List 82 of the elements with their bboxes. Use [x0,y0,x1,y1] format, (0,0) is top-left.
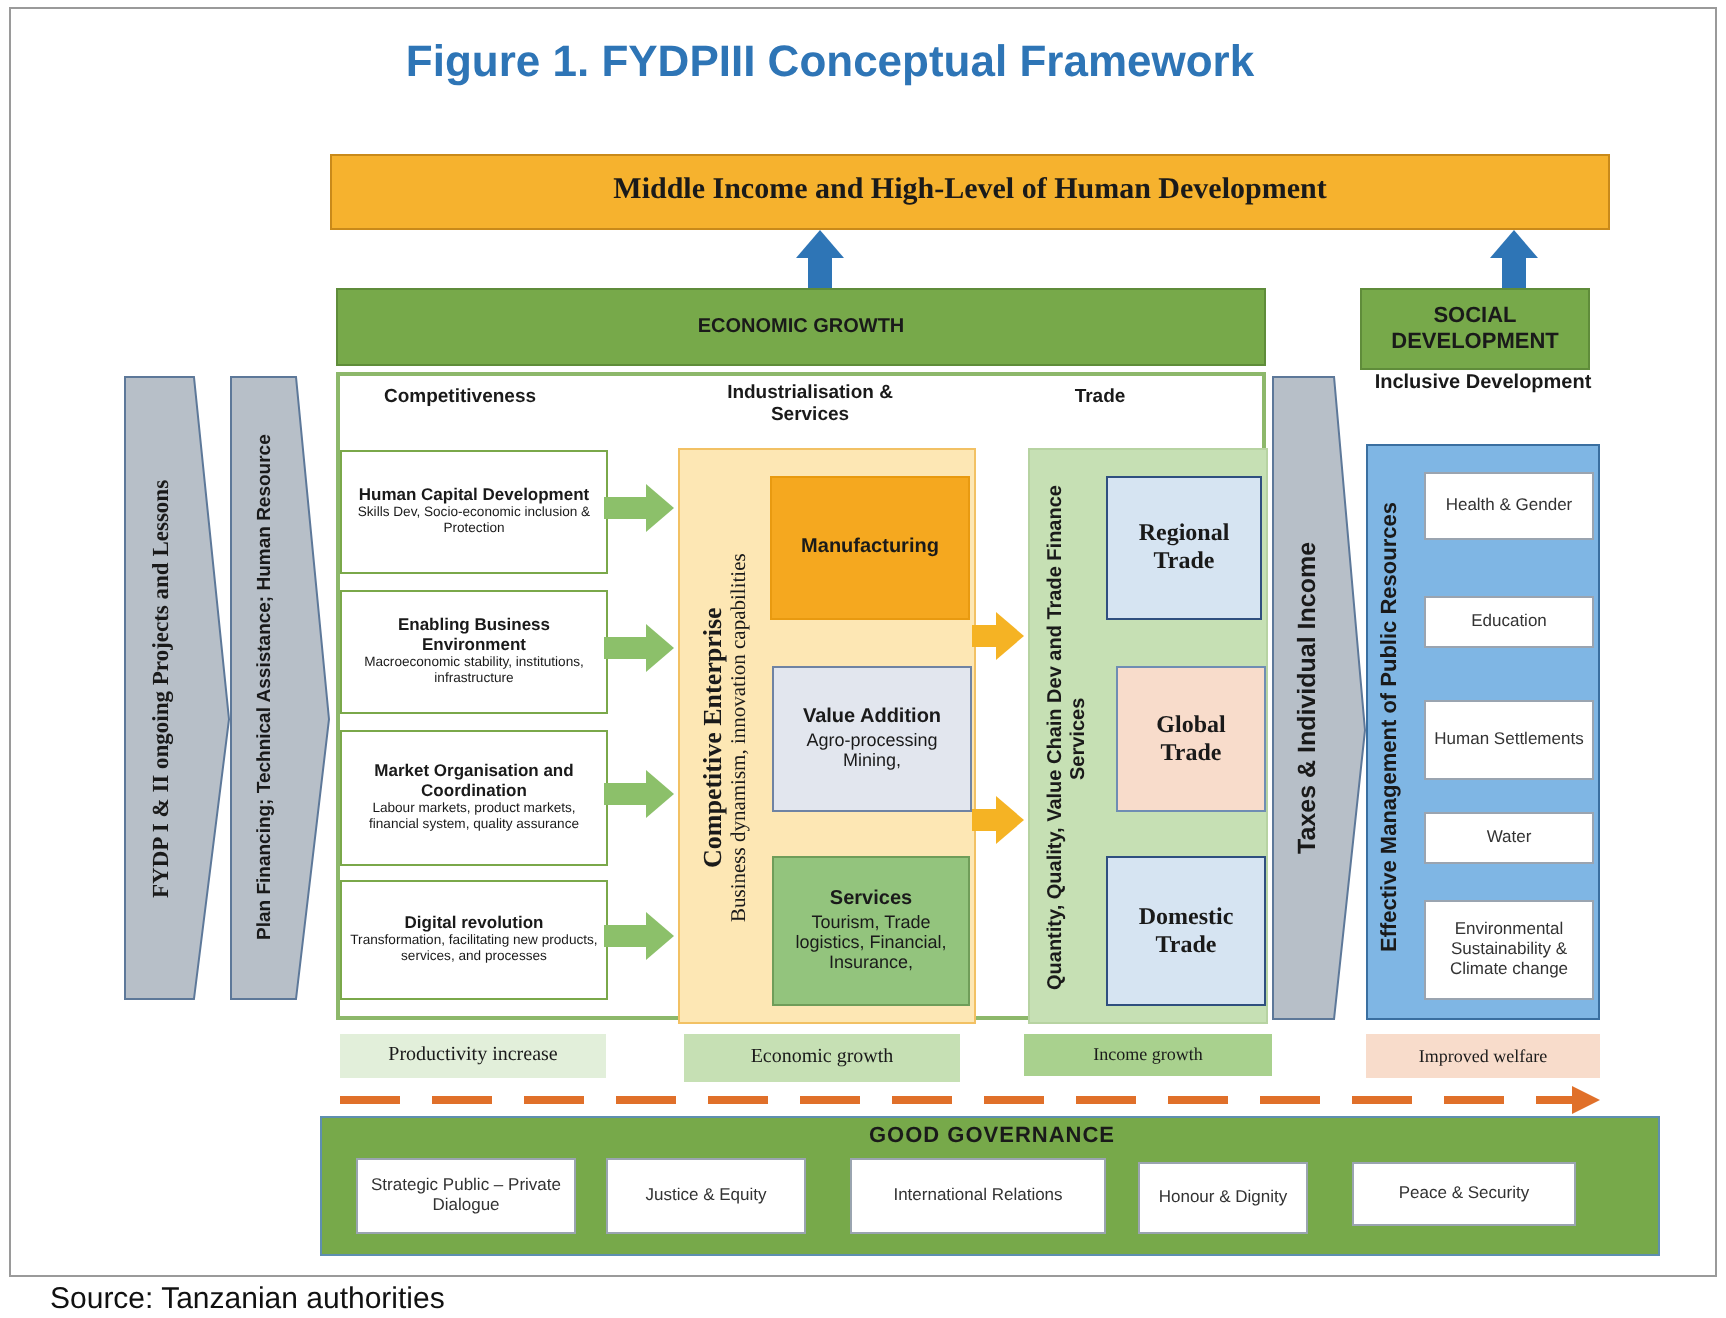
box-label: Domestic Trade [1136,903,1236,959]
block-arrow [972,612,1024,660]
box-label: International Relations [893,1186,1063,1206]
box-label: Income growth [1093,1044,1203,1066]
text-box [850,1158,1106,1234]
outcome-box [340,1034,606,1078]
box-label: Honour & Dignity [1158,1188,1288,1208]
block-arrow [604,484,674,532]
text-box [1424,472,1594,540]
column-heading: Trade [1072,388,1128,410]
box-label: Strategic Public – Private Dialogue [369,1176,563,1216]
box-label: Environmental Sustainability & Climate change [1447,920,1571,980]
pillar-band [1360,288,1590,370]
box-label: Regional Trade [1136,520,1232,576]
source-note: Source: Tanzanian authorities [50,1282,445,1316]
box-heading: Market Organisation and Coordination [372,762,576,802]
block-arrow [796,230,844,288]
frame-panel [336,372,1266,1020]
box-heading: Services [829,888,913,912]
box-label: Manufacturing [801,536,939,560]
pillar-band [336,288,1266,366]
block-arrow [972,796,1024,844]
box-heading: Digital revolution [404,914,544,934]
box-label: Education [1471,612,1547,632]
text-box [772,666,972,812]
text-box [1352,1162,1576,1226]
vertical-label: Plan Financing; Technical Assistance; Human Resource [256,435,278,941]
text-box [772,856,970,1006]
goal-banner [330,154,1610,230]
text-box [1138,1162,1308,1234]
block-arrow [1490,230,1538,288]
text-box [1106,476,1262,620]
text-box [1116,666,1266,812]
box-label: Economic growth [750,1046,894,1070]
box-label: Health & Gender [1445,496,1573,516]
column-heading: Industrialisation & Services [725,384,895,428]
column-heading: Competitiveness [381,388,539,410]
box-label: SOCIAL DEVELOPMENT [1389,303,1561,355]
box-label: Human Settlements [1434,730,1584,750]
box-heading: Human Capital Development [358,486,590,506]
box-label: Justice & Equity [645,1186,767,1206]
text-box [1424,900,1594,1000]
block-arrow [604,770,674,818]
text-box [340,590,608,714]
panel-heading: Inclusive Development [1372,372,1594,395]
text-box [340,880,608,1000]
block-arrow [604,624,674,672]
block-arrow [604,912,674,960]
vertical-label: Business dynamism, innovation capabilities [728,553,753,923]
box-label: Productivity increase [388,1044,558,1068]
text-box [356,1158,576,1234]
text-box [1424,700,1594,780]
text-box [1106,856,1266,1006]
text-box [606,1158,806,1234]
text-box [1424,812,1594,864]
box-label: ECONOMIC GROWTH [697,315,905,339]
box-text: Agro-processing Mining, [804,729,940,772]
box-heading: Value Addition [802,706,942,730]
vertical-heading: Competitive Enterprise [699,607,729,869]
text-box [1424,596,1594,648]
vertical-label: FYDP I & II ongoing Projects and Lessons [149,478,176,898]
text-box [770,476,970,620]
box-label: Global Trade [1154,711,1228,767]
box-heading: Enabling Business Environment [395,616,553,656]
box-label: Middle Income and High-Level of Human Development [613,174,1327,210]
band-heading: GOOD GOVERNANCE [866,1124,1117,1150]
outcome-box [684,1034,960,1082]
group-panel [678,448,976,1024]
group-panel [1028,448,1268,1024]
box-label: Peace & Security [1398,1184,1530,1204]
vertical-label: Taxes & Individual Income [1292,541,1322,855]
vertical-heading: Quantity, Quality, Value Chain Dev and Trade Finance Services [1045,483,1091,995]
figure-title: Figure 1. FYDPIII Conceptual Framework [403,36,1257,88]
text-box [340,730,608,866]
box-label: Water [1486,828,1532,848]
governance-band [320,1116,1660,1256]
text-box [340,450,608,574]
outcome-box [1366,1034,1600,1078]
outcome-box [1024,1034,1272,1076]
vertical-label: Effective Management of Public Resources [1378,501,1404,957]
box-text: Tourism, Trade logistics, Financial, Insurance, [793,911,949,974]
box-label: Improved welfare [1418,1045,1548,1067]
